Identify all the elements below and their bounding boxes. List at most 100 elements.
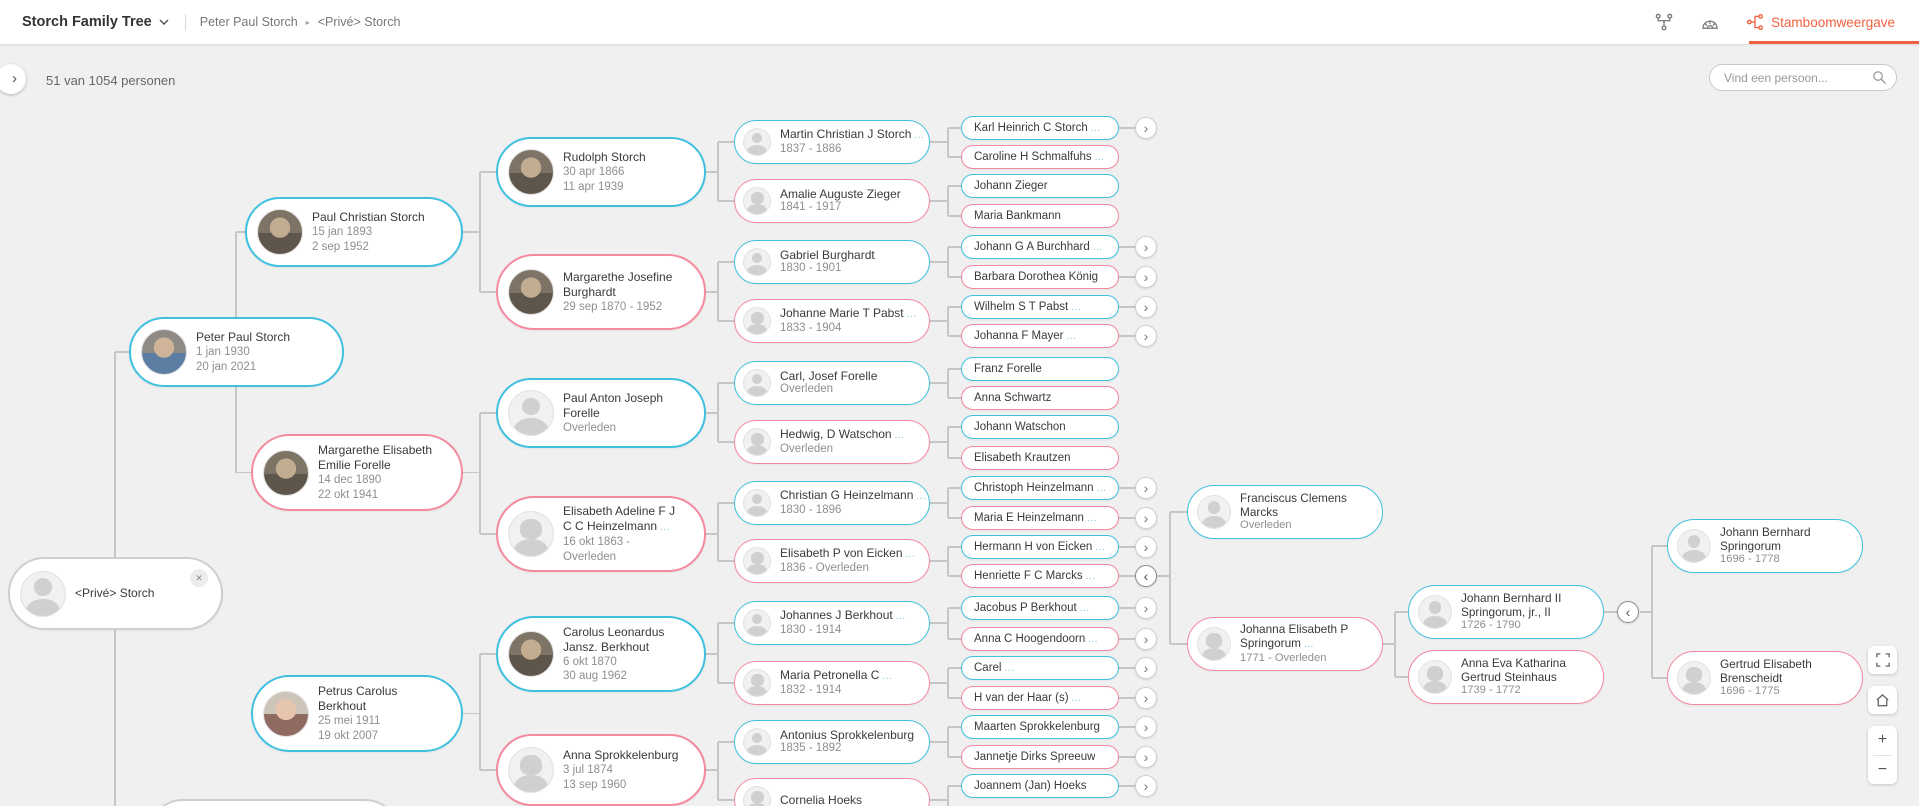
person-card-henriette[interactable]: Henriette F C Marcks... <box>961 564 1119 588</box>
breadcrumb-separator-icon: ▸ <box>305 17 310 27</box>
person-card-mayer[interactable]: Johanna F Mayer... <box>961 324 1119 348</box>
connector-line <box>718 320 734 322</box>
expand-branch-button[interactable]: › <box>1135 117 1157 139</box>
search-input[interactable] <box>1722 69 1872 86</box>
truncation-ellipsis: ... <box>1071 692 1082 704</box>
person-card-zieger[interactable]: Johann Zieger <box>961 174 1119 198</box>
person-card-caroline[interactable]: Caroline H Schmalfuhs... <box>961 145 1119 169</box>
person-card-hedwig[interactable]: Hedwig, D Watschon...Overleden <box>734 420 930 464</box>
person-card-jacobus[interactable]: Jacobus P Berkhout... <box>961 596 1119 620</box>
person-name: Elisabeth P von Eicken... <box>780 546 916 561</box>
expand-branch-button[interactable]: › <box>1135 775 1157 797</box>
person-card-karl[interactable]: Karl Heinrich C Storch... <box>961 116 1119 140</box>
expand-branch-button[interactable]: › <box>1135 597 1157 619</box>
person-card-mariae[interactable]: Maria E Heinzelmann... <box>961 506 1119 530</box>
person-card-cornelia[interactable]: Cornelia Hoeks <box>734 778 930 806</box>
pedigree-view-icon[interactable] <box>1654 12 1674 32</box>
collapse-branch-button[interactable]: ‹ <box>1617 601 1639 623</box>
search-icon[interactable] <box>1872 70 1887 85</box>
connector-line <box>948 575 961 577</box>
person-card-mariapetr[interactable]: Maria Petronella C...1832 - 1914 <box>734 661 930 705</box>
person-card-prive[interactable]: <Privé> Storch✕ <box>8 557 223 630</box>
person-card-hoogend[interactable]: Anna C Hoogendoorn... <box>961 627 1119 651</box>
expand-branch-button[interactable]: › <box>1135 477 1157 499</box>
person-card-joannem[interactable]: Joannem (Jan) Hoeks <box>961 774 1119 798</box>
person-card-franz[interactable]: Franz Forelle <box>961 357 1119 381</box>
person-card-eliseick[interactable]: Elisabeth P von Eicken...1836 - Overlede… <box>734 539 930 583</box>
expand-branch-button[interactable]: › <box>1135 266 1157 288</box>
person-card-burchhard[interactable]: Johann G A Burchhard... <box>961 235 1119 259</box>
person-card-bankmann[interactable]: Maria Bankmann <box>961 204 1119 228</box>
person-dates: 1830 - 1896 <box>780 504 842 517</box>
person-card-vdhaar[interactable]: H van der Haar (s)... <box>961 686 1119 710</box>
fan-view-icon[interactable] <box>1700 12 1720 32</box>
person-card-krautzen[interactable]: Elisabeth Krautzen <box>961 446 1119 470</box>
person-card-johannepabst[interactable]: Johanne Marie T Pabst...1833 - 1904 <box>734 299 930 343</box>
expand-branch-button[interactable]: › <box>1135 325 1157 347</box>
connector-line <box>717 742 719 800</box>
expand-branch-button[interactable]: › <box>1135 236 1157 258</box>
expand-branch-button[interactable]: › <box>1135 536 1157 558</box>
person-card-wilhelm[interactable]: Wilhelm S T Pabst... <box>961 295 1119 319</box>
side-panel-toggle-button[interactable]: › <box>0 64 26 94</box>
avatar-photo <box>141 329 187 375</box>
person-card-jannetje[interactable]: Jannetje Dirks Spreeuw <box>961 745 1119 769</box>
connector-line <box>947 668 949 698</box>
person-card-hiddenbtm[interactable] <box>148 799 400 806</box>
person-card-watschon[interactable]: Johann Watschon <box>961 415 1119 439</box>
person-card-maarten[interactable]: Maarten Sprokkelenburg <box>961 715 1119 739</box>
person-card-chrheinz[interactable]: Christian G Heinzelmann...1830 - 1896 <box>734 481 930 525</box>
person-card-hermann[interactable]: Hermann H von Eicken... <box>961 535 1119 559</box>
breadcrumb-root-person[interactable]: Peter Paul Storch <box>199 15 298 29</box>
connector-line <box>947 128 949 157</box>
expand-branch-button[interactable]: › <box>1135 716 1157 738</box>
person-name: Martin Christian J Storch... <box>780 127 925 142</box>
expand-branch-button[interactable]: › <box>1135 746 1157 768</box>
tree-selector[interactable]: Storch Family Tree <box>22 14 169 30</box>
person-card-martin[interactable]: Martin Christian J Storch...1837 - 1886 <box>734 120 930 164</box>
person-name: Gertrud Steinhaus <box>1461 670 1557 685</box>
expand-branch-button[interactable]: › <box>1135 628 1157 650</box>
collapse-branch-button[interactable]: ‹ <box>1135 565 1157 587</box>
person-card-christoph[interactable]: Christoph Heinzelmann... <box>961 476 1119 500</box>
person-name: Maarten Sprokkelenburg <box>974 720 1100 733</box>
person-card-koenig[interactable]: Barbara Dorothea König <box>961 265 1119 289</box>
zoom-out-button[interactable]: − <box>1877 760 1888 778</box>
expand-branch-button[interactable]: › <box>1135 657 1157 679</box>
person-dates: 1830 - 1914 <box>780 624 842 637</box>
breadcrumb-current-person[interactable]: <Privé> Storch <box>317 15 401 29</box>
expand-branch-button[interactable]: › <box>1135 687 1157 709</box>
person-card-schwartz[interactable]: Anna Schwartz <box>961 386 1119 410</box>
tab-tree-view[interactable]: Stamboomweergave <box>1746 13 1895 31</box>
expand-branch-button[interactable]: › <box>1135 296 1157 318</box>
expand-branch-button[interactable]: › <box>1135 507 1157 529</box>
person-card-carelp[interactable]: Carel... <box>961 656 1119 680</box>
person-dates: 1 jan 1930 <box>196 346 250 358</box>
home-button[interactable] <box>1868 686 1897 714</box>
fullscreen-button[interactable] <box>1868 646 1897 674</box>
person-card-johberk[interactable]: Johannes J Berkhout...1830 - 1914 <box>734 601 930 645</box>
avatar-silhouette <box>508 747 554 793</box>
zoom-in-button[interactable]: + <box>1877 731 1888 749</box>
